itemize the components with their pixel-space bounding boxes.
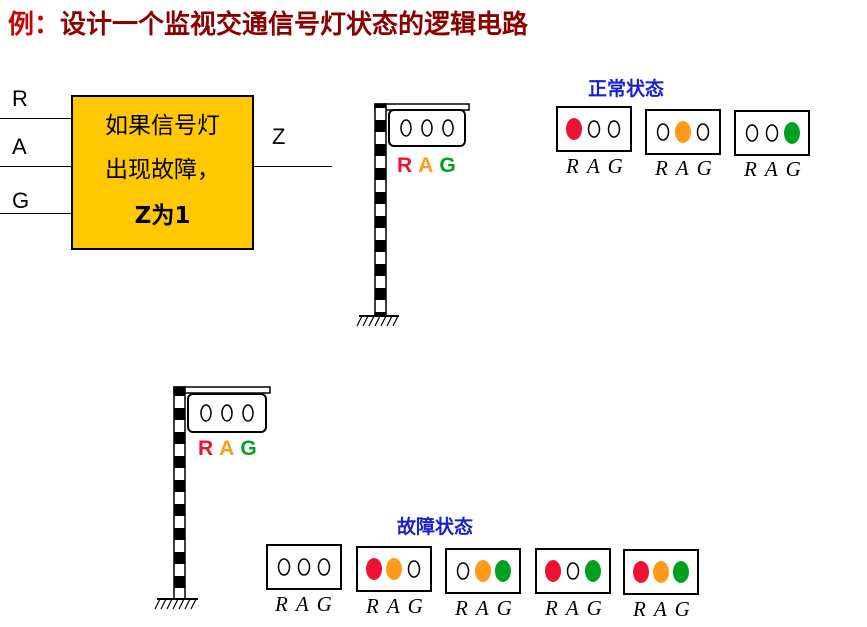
normal-3-lamp-r-off — [745, 124, 759, 142]
fault-4-lamp-box — [535, 548, 611, 594]
input-label-r: R — [12, 86, 28, 111]
fault-3-lamp-r-off — [456, 562, 470, 580]
wire-g — [0, 213, 71, 214]
input-label-g: G — [12, 188, 30, 213]
page-title: 例：设计一个监视交通信号灯状态的逻辑电路 — [8, 4, 528, 41]
traffic-pole-1 — [356, 103, 470, 327]
normal-2-lamp-box — [645, 109, 721, 155]
fault-3-lamp-g-on — [494, 560, 511, 582]
pole1-lamp-r — [400, 119, 412, 137]
fault-1-lamp-box — [266, 544, 342, 590]
normal-3-lamp-g-on — [783, 122, 800, 144]
logic-box-line2: 出现故障， — [105, 157, 220, 183]
fault-state-title: 故障状态 — [397, 516, 474, 538]
title-prefix: 例： — [8, 10, 61, 40]
normal-2-lamp-r-off — [656, 123, 670, 141]
fault-2-lamp-a-on — [386, 558, 402, 580]
normal-2-lamp-g-off — [696, 123, 710, 141]
fault-1-lamp-a-off — [297, 558, 311, 576]
pole2-lamp-a — [221, 404, 233, 422]
fault-1-lamp-g-off — [317, 558, 331, 576]
fault-1-lamp-r-off — [277, 558, 291, 576]
logic-box-line1: 如果信号灯 — [105, 113, 220, 139]
wire-a — [0, 166, 71, 167]
fault-4-lamp-g-on — [584, 560, 601, 582]
normal-state-title: 正常状态 — [588, 78, 665, 100]
logic-box-line3: Z为1 — [134, 203, 191, 229]
wire-z — [254, 166, 332, 167]
fault-4-lamp-r-on — [545, 560, 562, 582]
pole1-lamp-a — [421, 119, 433, 137]
fault-state-lamps — [266, 544, 699, 595]
pole1-label-r: R — [397, 154, 413, 177]
pole1-lamp-g — [442, 119, 454, 137]
normal-caption-1: RAG — [566, 154, 631, 178]
normal-caption-3: RAG — [744, 157, 809, 181]
fault-2-lamp-box — [356, 546, 432, 592]
title-text: 设计一个监视交通信号灯状态的逻辑电路 — [60, 10, 529, 40]
fault-caption-1: RAG — [275, 592, 340, 616]
fault-3-lamp-a-on — [475, 560, 491, 582]
normal-1-lamp-g-off — [607, 120, 621, 138]
fault-5-lamp-r-on — [633, 561, 650, 583]
pole2-lamp-r — [200, 404, 212, 422]
fault-caption-3: RAG — [455, 596, 520, 620]
logic-box: 如果信号灯 出现故障， Z为1 — [71, 95, 254, 250]
pole2-lamp-g — [242, 404, 254, 422]
fault-caption-2: RAG — [366, 594, 431, 618]
pole2-label-a: A — [219, 437, 235, 460]
normal-state-lamps — [556, 106, 810, 156]
fault-caption-4: RAG — [545, 596, 610, 620]
pole1-label-a: A — [418, 154, 434, 177]
normal-1-lamp-a-off — [587, 120, 601, 138]
normal-3-lamp-box — [734, 110, 810, 156]
wire-r — [0, 118, 71, 119]
fault-caption-5: RAG — [633, 597, 698, 621]
fault-2-lamp-r-on — [366, 558, 383, 580]
normal-1-lamp-r-on — [566, 118, 583, 140]
fault-5-lamp-g-on — [672, 561, 689, 583]
fault-4-lamp-a-off — [566, 562, 580, 580]
normal-1-lamp-box — [556, 106, 632, 152]
fault-2-lamp-g-off — [407, 560, 421, 578]
normal-2-lamp-a-on — [675, 121, 691, 143]
pole1-label-g: G — [439, 154, 456, 177]
pole2-label-g: G — [240, 437, 257, 460]
input-label-a: A — [12, 134, 27, 159]
fault-3-lamp-box — [445, 548, 521, 594]
output-label-z: Z — [272, 124, 286, 149]
traffic-pole-2 — [154, 386, 271, 610]
normal-3-lamp-a-off — [765, 124, 779, 142]
normal-caption-2: RAG — [655, 156, 720, 180]
fault-5-lamp-box — [623, 549, 699, 595]
fault-5-lamp-a-on — [653, 561, 669, 583]
pole2-label-r: R — [198, 437, 214, 460]
